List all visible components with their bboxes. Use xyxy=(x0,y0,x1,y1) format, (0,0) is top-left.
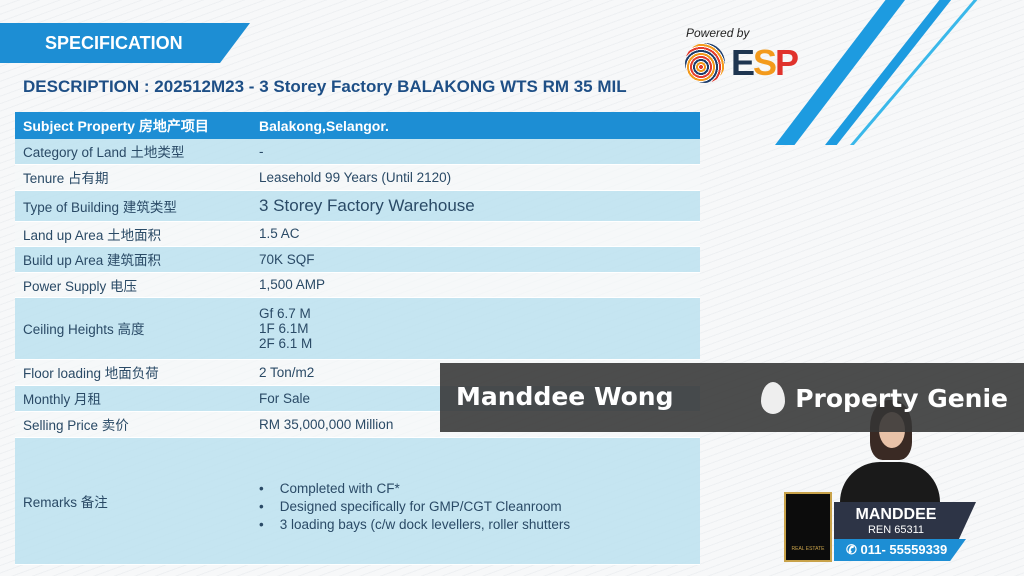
ceiling-2f: 2F 6.1 M xyxy=(259,335,313,351)
ceiling-gf: Gf 6.7 M xyxy=(259,305,311,321)
row-value: Completed with CF* Designed specifically… xyxy=(241,437,700,565)
row-value: 1,500 AMP xyxy=(241,272,700,298)
whatsapp-icon: ✆ xyxy=(846,542,861,557)
row-label: Tenure 占有期 xyxy=(15,164,241,191)
powered-by-label: Powered by xyxy=(686,26,750,40)
award-badge: REAL ESTATE xyxy=(784,492,832,562)
ceiling-1f: 1F 6.1M xyxy=(259,320,309,336)
row-label: Category of Land 土地类型 xyxy=(15,139,241,165)
row-label: Power Supply 电压 xyxy=(15,272,241,298)
row-label: Floor loading 地面负荷 xyxy=(15,359,241,386)
genie-logo-icon xyxy=(761,382,786,414)
row-label: Subject Property 房地产项目 xyxy=(23,117,209,134)
agent-name-card: MANDDEE REN 65311 xyxy=(834,502,976,539)
row-label: Remarks 备注 xyxy=(15,437,241,565)
property-genie-brand: Property Genie xyxy=(761,382,1008,414)
agent-name: MANDDEE xyxy=(855,506,937,523)
section-banner: SPECIFICATION xyxy=(0,23,250,63)
fingerprint-icon xyxy=(685,43,725,83)
remark-item: Designed specifically for GMP/CGT Cleanr… xyxy=(259,498,692,516)
row-label: Monthly 月租 xyxy=(15,385,241,412)
row-value: 3 Storey Factory Warehouse xyxy=(241,190,700,222)
row-value: 70K SQF xyxy=(241,246,700,273)
table-row: Remarks 备注 Completed with CF* Designed s… xyxy=(15,437,700,565)
row-value: Balakong,Selangor. xyxy=(259,117,389,134)
table-header-row: Subject Property 房地产项目 Balakong,Selangor… xyxy=(15,112,700,139)
row-label: Type of Building 建筑类型 xyxy=(15,190,241,222)
table-row: Category of Land 土地类型- xyxy=(15,139,700,165)
row-value: 1.5 AC xyxy=(241,221,700,247)
row-label: Selling Price 卖价 xyxy=(15,411,241,438)
description-title: DESCRIPTION : 202512M23 - 3 Storey Facto… xyxy=(23,77,627,96)
row-label: Land up Area 土地面积 xyxy=(15,221,241,247)
row-value: - xyxy=(241,139,700,165)
agent-name-overlay: Manddee Wong xyxy=(456,382,674,411)
remark-item: 3 loading bays (c/w dock levellers, roll… xyxy=(259,516,692,534)
row-label: Ceiling Heights 高度 xyxy=(15,297,241,360)
agent-phone[interactable]: ✆ 011- 55559339 xyxy=(834,539,966,561)
specification-table: Subject Property 房地产项目 Balakong,Selangor… xyxy=(15,112,700,565)
row-label: Build up Area 建筑面积 xyxy=(15,246,241,273)
esp-logo: ESP xyxy=(685,42,799,84)
row-value: Leasehold 99 Years (Until 2120) xyxy=(241,164,700,191)
agent-ren: REN 65311 xyxy=(867,524,925,536)
watermark-overlay: Manddee Wong Property Genie xyxy=(440,363,1024,432)
remark-item: Completed with CF* xyxy=(259,480,692,498)
